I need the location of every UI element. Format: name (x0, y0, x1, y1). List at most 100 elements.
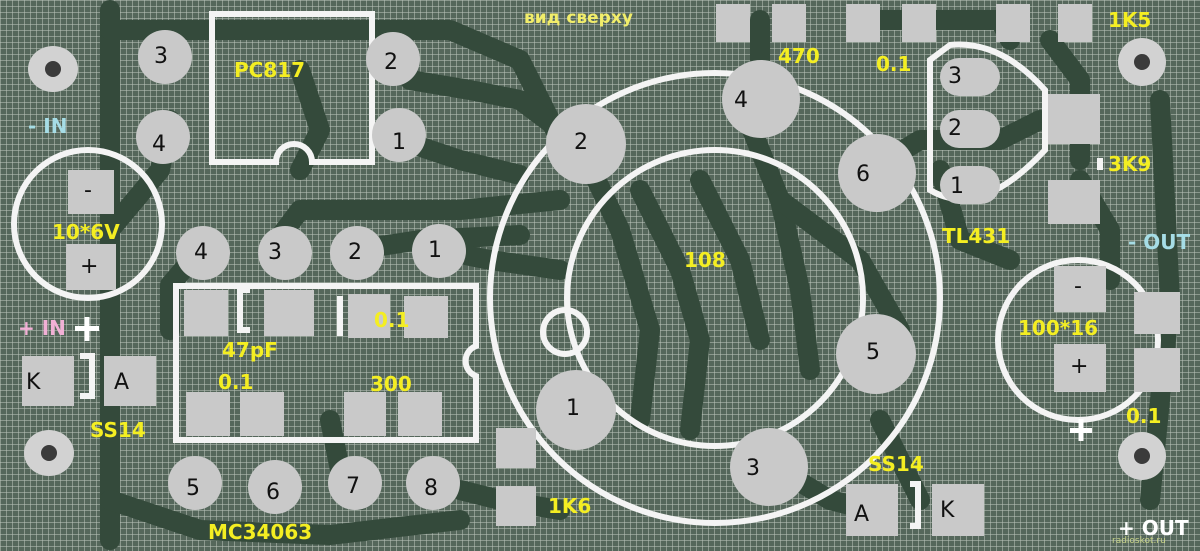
pc817-pin-1 (372, 108, 426, 162)
ss14-left-pad-k (22, 356, 74, 406)
inductor-pin-5 (836, 314, 916, 394)
mc34063-pin-3 (258, 226, 312, 280)
c01-low-label: 0.1 (218, 370, 254, 394)
ss14-right-k-mark: K (940, 498, 955, 523)
c01-right-label: 0.1 (1126, 404, 1162, 428)
mount-hole-bottom-right (1118, 432, 1166, 480)
pc817-pin-3 (138, 30, 192, 84)
mount-hole-bottom-left (24, 430, 74, 476)
pc817-pin-label: 4 (152, 132, 166, 157)
minus-in-label: - IN (28, 114, 68, 138)
ss14-right-a-mark: A (854, 502, 870, 527)
cap-100x16-pad-plus (1054, 344, 1106, 392)
smd-pad (186, 392, 230, 436)
tl431-pin-3 (940, 58, 1000, 96)
mc34063-pin-label: 8 (424, 476, 438, 501)
minus-out-label: - OUT (1128, 230, 1191, 254)
cap-100x16-pad-minus (1054, 266, 1106, 312)
ss14-right-label: SS14 (868, 452, 924, 476)
smd-pad (1058, 4, 1092, 42)
ss14-right-pad-a (846, 484, 898, 536)
smd-pad (398, 392, 442, 436)
mc34063-pin-6 (248, 460, 302, 514)
mount-hole-top-right (1118, 38, 1166, 86)
cap-10x6-pad-plus (66, 244, 116, 290)
mc34063-pin-label: 7 (346, 474, 360, 499)
inductor-108-label: 108 (684, 248, 726, 272)
smd-pad (344, 392, 386, 436)
smd-pad (264, 290, 314, 336)
mc34063-pin-label: 6 (266, 480, 280, 505)
pc817-pin-label: 2 (384, 50, 398, 75)
ss14-left-a-mark: A (114, 370, 130, 395)
smd-pad (902, 4, 936, 42)
r1k6-pad (496, 428, 536, 468)
mount-hole-top-left (28, 46, 78, 92)
smd-pad (404, 296, 448, 338)
mc34063-pin-label: 2 (348, 240, 362, 265)
cap-10x6-plus-mark: + (80, 254, 99, 279)
mc34063-pin-4 (176, 226, 230, 280)
cap-100x16-minus-mark: - (1074, 274, 1082, 299)
tl431-pin-2 (940, 110, 1000, 148)
ss14-left-k-mark: K (26, 370, 41, 395)
inductor-pin-3 (730, 428, 808, 506)
mc34063-pin-2 (330, 226, 384, 280)
watermark: radioskot.ru (1112, 536, 1166, 546)
mc34063-label: MC34063 (208, 520, 313, 544)
pc817-pin-label: 3 (154, 44, 168, 69)
inductor-pin-2 (546, 104, 626, 184)
plus-in-label: + IN (18, 316, 66, 340)
mc34063-pin-label: 1 (428, 238, 442, 263)
inductor-pin-label: 2 (574, 130, 588, 155)
cap-10x6-pad-minus (68, 170, 114, 214)
r3k9-pad (1048, 94, 1100, 144)
mc34063-pin-8 (406, 456, 460, 510)
c01-top-label: 0.1 (876, 52, 912, 76)
r470-label: 470 (778, 44, 820, 68)
c01-mid-label: 0.1 (374, 308, 410, 332)
mc34063-pin-7 (328, 456, 382, 510)
smd-pad (348, 294, 390, 338)
inductor-pin-label: 3 (746, 456, 760, 481)
cap-100x16-label: 100*16 (1018, 316, 1099, 340)
pc817-pin-4 (136, 110, 190, 164)
tl431-pin-label: 3 (948, 64, 962, 89)
tl431-pin-label: 1 (950, 174, 964, 199)
c01-right-pad (1134, 348, 1180, 392)
mc34063-pin-label: 3 (268, 240, 282, 265)
cap-10x6-label: 10*6V (52, 220, 120, 244)
smd-pad (184, 290, 228, 336)
c47pf-label: 47pF (222, 338, 278, 362)
tl431-pin-label: 2 (948, 116, 962, 141)
inductor-pin-label: 5 (866, 340, 880, 365)
pc817-pin-label: 1 (392, 130, 406, 155)
inductor-pin-label: 1 (566, 396, 580, 421)
ss14-right-pad-k (932, 484, 984, 536)
r300-label: 300 (370, 372, 412, 396)
inductor-pin-4 (722, 60, 800, 138)
mc34063-pin-label: 5 (186, 476, 200, 501)
tl431-label: TL431 (942, 224, 1011, 248)
cap-100x16-plus-mark: + (1070, 354, 1089, 379)
pc817-label: PC817 (234, 58, 306, 82)
smd-pad (240, 392, 284, 436)
top-view-label: вид сверху (524, 8, 633, 28)
ss14-left-label: SS14 (90, 418, 146, 442)
tl431-pin-1 (940, 166, 1000, 204)
smd-pad (996, 4, 1030, 42)
r1k6-label: 1K6 (548, 494, 592, 518)
r1k6-pad (496, 486, 536, 526)
smd-pad (772, 4, 806, 42)
inductor-pin-6 (838, 134, 916, 212)
ss14-left-pad-a (104, 356, 156, 406)
smd-pad (846, 4, 880, 42)
inductor-pin-label: 4 (734, 88, 748, 113)
smd-pad (716, 4, 750, 42)
mc34063-pin-label: 4 (194, 240, 208, 265)
r3k9-label: 3K9 (1108, 152, 1152, 176)
mc34063-pin-1 (412, 224, 466, 278)
c01-right-pad (1134, 292, 1180, 334)
cap-10x6-minus-mark: - (84, 178, 92, 203)
